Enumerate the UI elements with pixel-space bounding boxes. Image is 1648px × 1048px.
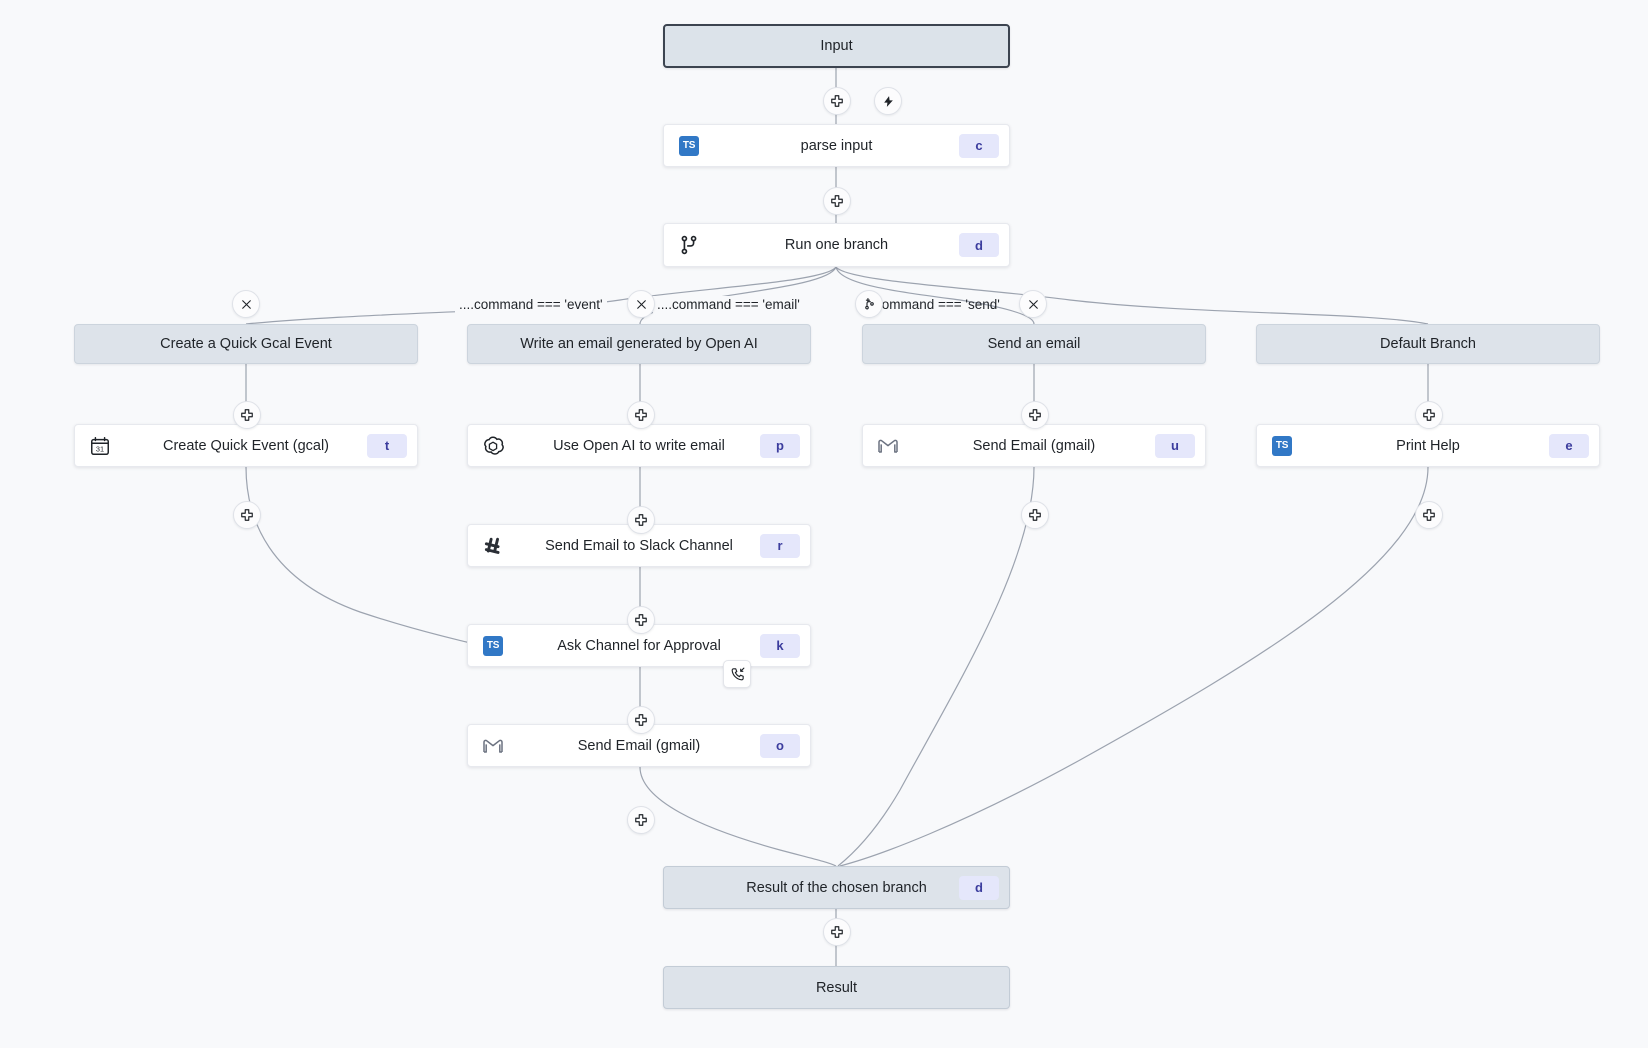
- node-branch-send[interactable]: Send an email: [862, 324, 1206, 364]
- plus-icon: [831, 95, 843, 107]
- add-step-handle-default-branch[interactable]: [1415, 401, 1443, 429]
- plus-icon: [635, 409, 647, 421]
- plus-icon: [1423, 409, 1435, 421]
- add-branch-handle[interactable]: [855, 290, 883, 318]
- slack-icon: [480, 533, 506, 559]
- node-create-quick-event-label: Create Quick Event (gcal): [162, 437, 329, 454]
- node-result[interactable]: Result: [663, 966, 1010, 1009]
- plus-icon: [1029, 509, 1041, 521]
- node-branch-default-label: Default Branch: [1380, 336, 1476, 352]
- add-step-handle-send-branch[interactable]: [1021, 401, 1049, 429]
- node-branch-default[interactable]: Default Branch: [1256, 324, 1600, 364]
- add-step-handle-after-result-chosen[interactable]: [823, 918, 851, 946]
- node-parse-input[interactable]: TS parse input c: [663, 124, 1010, 167]
- node-result-of-chosen-branch[interactable]: Result of the chosen branch d: [663, 866, 1010, 909]
- plus-icon: [831, 195, 843, 207]
- node-branch-openai-label: Write an email generated by Open AI: [520, 336, 758, 352]
- approval-callback-badge[interactable]: [723, 660, 751, 688]
- remove-branch-handle-2[interactable]: [627, 290, 655, 318]
- gmail-icon: [480, 733, 506, 759]
- add-step-handle-after-approval[interactable]: [627, 706, 655, 734]
- lightning-icon: [883, 95, 893, 107]
- node-print-help-label: Print Help: [1396, 437, 1460, 454]
- node-input-label: Input: [820, 38, 853, 54]
- node-print-help[interactable]: TS Print Help e: [1256, 424, 1600, 467]
- node-create-quick-event[interactable]: 31 Create Quick Event (gcal) t: [74, 424, 418, 467]
- node-use-openai[interactable]: Use Open AI to write email p: [467, 424, 811, 467]
- plus-icon: [241, 409, 253, 421]
- edge-label-event: ....command === 'event': [455, 296, 607, 313]
- plus-icon: [831, 926, 843, 938]
- plus-icon: [241, 509, 253, 521]
- add-step-handle-after-print-help[interactable]: [1415, 501, 1443, 529]
- openai-icon: [480, 433, 506, 459]
- shortcut-badge-send-email-to-slack-channel[interactable]: r: [760, 533, 800, 558]
- plus-icon: [635, 814, 647, 826]
- remove-branch-handle-3[interactable]: [1019, 290, 1047, 318]
- add-step-handle-after-gmail-openai-branch[interactable]: [627, 806, 655, 834]
- slack-hash-icon: [484, 537, 500, 554]
- add-step-handle-after-create-quick-event[interactable]: [233, 501, 261, 529]
- close-icon: [241, 299, 251, 309]
- shortcut-badge-result-of-chosen-branch[interactable]: d: [959, 875, 999, 900]
- plus-icon: [635, 514, 647, 526]
- remove-branch-handle-1[interactable]: [232, 290, 260, 318]
- typescript-icon: TS: [480, 633, 506, 659]
- add-step-handle-openai-branch[interactable]: [627, 401, 655, 429]
- shortcut-badge-parse-input[interactable]: c: [959, 133, 999, 158]
- node-use-openai-label: Use Open AI to write email: [553, 437, 725, 454]
- shortcut-badge-send-email-gmail-openai-branch[interactable]: o: [760, 733, 800, 758]
- approval-callback-icon: [731, 667, 744, 680]
- node-send-email-gmail-send-branch-label: Send Email (gmail): [972, 437, 1096, 454]
- node-ask-channel-for-approval-label: Ask Channel for Approval: [557, 637, 721, 654]
- plus-icon: [1029, 409, 1041, 421]
- plus-icon: [635, 714, 647, 726]
- node-parse-input-label: parse input: [800, 137, 873, 154]
- node-branch-gcal[interactable]: Create a Quick Gcal Event: [74, 324, 418, 364]
- svg-text:31: 31: [96, 444, 104, 453]
- add-step-handle-after-send-email-gmail-send-branch[interactable]: [1021, 501, 1049, 529]
- edge-label-email: ....command === 'email': [653, 296, 804, 313]
- plus-icon: [635, 614, 647, 626]
- branch-icon: [676, 232, 702, 258]
- node-send-email-gmail-openai-branch-label: Send Email (gmail): [577, 737, 701, 754]
- add-step-handle-after-use-openai[interactable]: [627, 506, 655, 534]
- plus-icon: [1423, 509, 1435, 521]
- trigger-handle[interactable]: [874, 87, 902, 115]
- shortcut-badge-ask-channel-for-approval[interactable]: k: [760, 633, 800, 658]
- add-step-handle-after-slack[interactable]: [627, 606, 655, 634]
- typescript-icon: TS: [676, 133, 702, 159]
- add-step-handle-after-input[interactable]: [823, 87, 851, 115]
- node-run-one-branch-label: Run one branch: [784, 237, 889, 253]
- add-branch-icon: [864, 297, 874, 309]
- node-result-label: Result: [815, 979, 858, 996]
- shortcut-badge-create-quick-event[interactable]: t: [367, 433, 407, 458]
- node-branch-send-label: Send an email: [987, 336, 1081, 352]
- shortcut-badge-run-one-branch[interactable]: d: [959, 233, 999, 257]
- node-branch-openai[interactable]: Write an email generated by Open AI: [467, 324, 811, 364]
- shortcut-badge-print-help[interactable]: e: [1549, 433, 1589, 458]
- calendar-icon: 31: [87, 433, 113, 459]
- add-step-handle-gcal-branch[interactable]: [233, 401, 261, 429]
- node-send-email-to-slack-channel-label: Send Email to Slack Channel: [545, 537, 733, 554]
- add-step-handle-after-parse-input[interactable]: [823, 187, 851, 215]
- typescript-icon: TS: [1269, 433, 1295, 459]
- close-icon: [1028, 299, 1038, 309]
- node-branch-gcal-label: Create a Quick Gcal Event: [160, 336, 332, 352]
- close-icon: [636, 299, 646, 309]
- gmail-icon: [875, 433, 901, 459]
- shortcut-badge-send-email-gmail-send-branch[interactable]: u: [1155, 433, 1195, 458]
- node-input[interactable]: Input: [663, 24, 1010, 68]
- node-result-of-chosen-branch-label: Result of the chosen branch: [746, 879, 927, 896]
- node-run-one-branch[interactable]: Run one branch d: [663, 223, 1010, 267]
- shortcut-badge-use-openai[interactable]: p: [760, 433, 800, 458]
- node-send-email-gmail-send-branch[interactable]: Send Email (gmail) u: [862, 424, 1206, 467]
